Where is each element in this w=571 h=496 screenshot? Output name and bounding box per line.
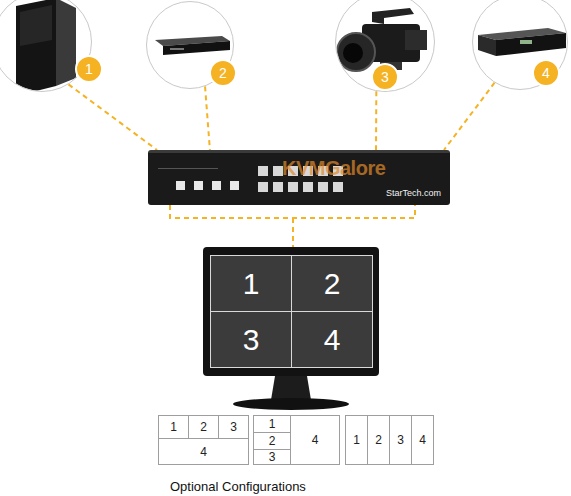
callout-number: 3 [371, 63, 399, 91]
button [258, 182, 268, 192]
layout-cell: 2 [253, 432, 291, 450]
output-wire [170, 205, 415, 247]
pc-tower-icon [16, 0, 76, 96]
quadrant-number: 3 [243, 323, 260, 357]
quadrant-number: 2 [324, 267, 341, 301]
bluray-player-icon [155, 36, 230, 55]
camcorder-lens-glass [343, 43, 363, 63]
layout-cell: 3 [389, 415, 412, 465]
callout-number: 1 [75, 55, 103, 83]
box-front [496, 33, 566, 56]
screen-quadrant: 2 [291, 255, 373, 312]
brand-label: StarTech.com [386, 188, 441, 198]
callout-number: 4 [532, 59, 560, 87]
button [194, 181, 203, 190]
button [273, 166, 283, 176]
button [212, 181, 221, 190]
layout-cell: 3 [218, 415, 249, 439]
layout-cell: 2 [188, 415, 219, 439]
layout-cell: 1 [158, 415, 189, 439]
video-connector [444, 83, 495, 150]
layout-cell: 4 [290, 415, 340, 465]
cell-number: 2 [269, 434, 276, 448]
device-circle: 3 [335, 0, 435, 92]
layout-cell: 1 [253, 415, 291, 433]
monitor-neck [271, 376, 311, 400]
layout-cell: 1 [345, 415, 368, 465]
layout-cell: 4 [411, 415, 434, 465]
layout-cell: 3 [253, 449, 291, 465]
camcorder-lens [337, 33, 375, 71]
callout-number: 2 [209, 59, 237, 87]
cell-number: 2 [200, 420, 207, 434]
box-side [478, 35, 496, 56]
cell-number: 3 [230, 420, 237, 434]
screen-quadrant: 1 [210, 255, 292, 312]
front-buttons [176, 181, 239, 190]
tower-side [56, 0, 76, 86]
cell-number: 2 [375, 433, 382, 447]
quadrant-number: 4 [324, 323, 341, 357]
monitor-frame [203, 247, 379, 376]
tower-front [16, 0, 56, 96]
monitor-base [233, 398, 349, 410]
button [333, 182, 343, 192]
video-connector [375, 91, 377, 150]
device-circle: 4 [472, 0, 568, 90]
device-circle: 2 [146, 1, 234, 89]
box-display [520, 40, 532, 44]
cell-number: 4 [419, 433, 426, 447]
player-front [163, 41, 230, 55]
button [176, 181, 185, 190]
player-detail [170, 48, 184, 50]
layout-cell: 2 [367, 415, 390, 465]
device-circle: 1 [0, 0, 92, 92]
video-connector [68, 84, 157, 150]
quadrant-number: 1 [243, 267, 260, 301]
screen-quadrant: 3 [210, 311, 292, 368]
button [303, 182, 313, 192]
cell-number: 1 [269, 417, 276, 431]
cell-number: 1 [170, 420, 177, 434]
button [230, 181, 239, 190]
camcorder-back [405, 30, 427, 50]
camcorder-handle [372, 8, 414, 24]
cell-number: 4 [312, 433, 319, 447]
cell-number: 3 [269, 450, 276, 464]
panel-line [158, 168, 218, 169]
camcorder-icon [337, 8, 427, 71]
button [258, 166, 268, 176]
video-connector [205, 86, 210, 150]
cell-number: 3 [397, 433, 404, 447]
watermark: KVMGalore [282, 157, 385, 180]
layout-cell: 4 [158, 438, 249, 465]
button [273, 182, 283, 192]
tower-gloss [20, 5, 52, 46]
satellite-box-icon [478, 28, 566, 56]
section-caption: Optional Configurations [170, 479, 306, 494]
button [318, 182, 328, 192]
cell-number: 4 [200, 445, 207, 459]
button [288, 182, 298, 192]
cell-number: 1 [353, 433, 360, 447]
screen-quadrant: 4 [291, 311, 373, 368]
